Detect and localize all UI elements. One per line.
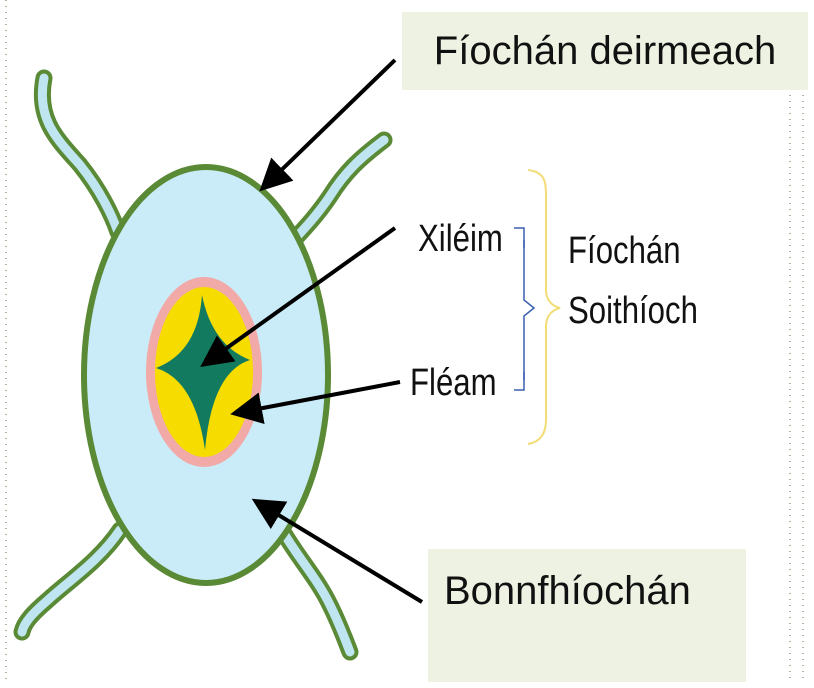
vascular-tissue-label-line1: Fíochán <box>568 232 681 270</box>
arrow-epidermal <box>268 60 395 183</box>
arrow-ground <box>262 505 422 602</box>
xylem-phloem-brace <box>524 240 534 380</box>
epidermal-tissue-label: Fíochán deirmeach <box>434 29 776 74</box>
vascular-tissue-label-line2: Soithíoch <box>568 292 698 330</box>
xylem-label: Xiléim <box>418 220 503 258</box>
epidermal-tissue-label-box: Fíochán deirmeach <box>402 12 808 90</box>
phloem-bracket <box>514 372 524 390</box>
phloem-label: Fléam <box>410 364 497 402</box>
ground-tissue-label-box: Bonnfhíochán <box>428 549 746 682</box>
xylem-bracket <box>514 228 524 248</box>
ground-tissue-label: Bonnfhíochán <box>444 569 691 614</box>
